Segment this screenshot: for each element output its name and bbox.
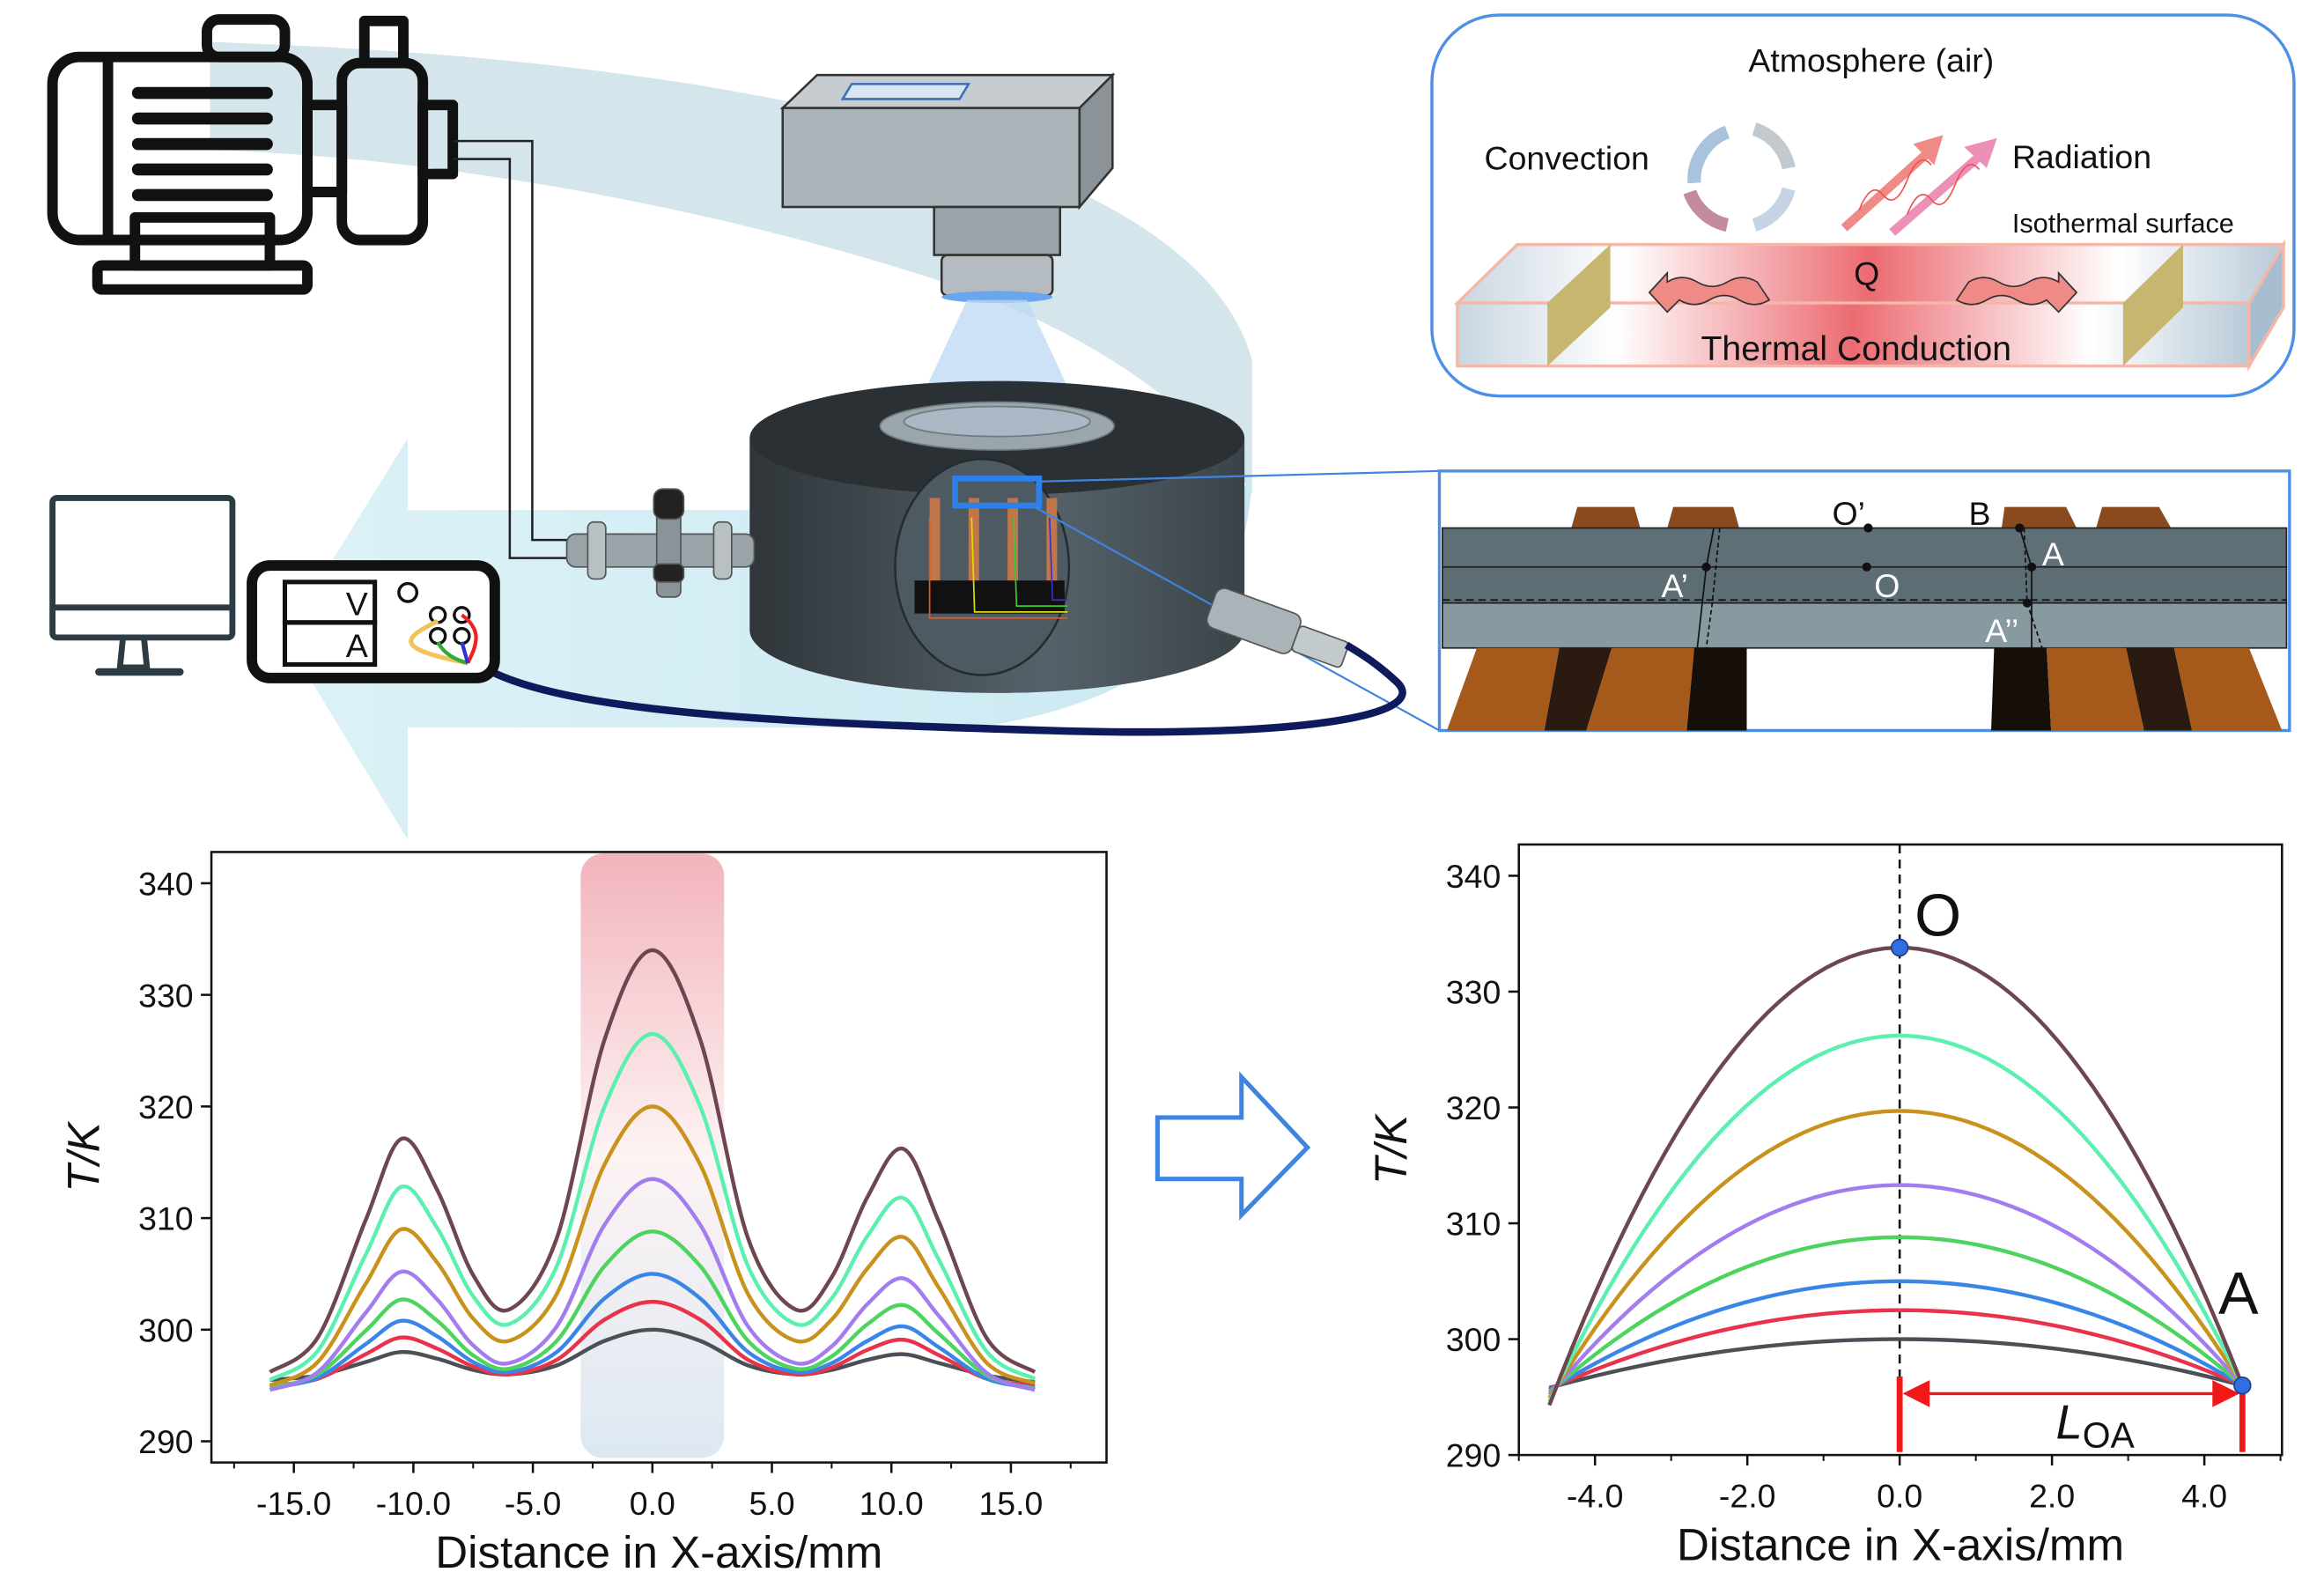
y-axis-label: T/K bbox=[58, 1120, 108, 1192]
vacuum-pump-icon bbox=[47, 14, 459, 295]
point-a-marker bbox=[2233, 1376, 2252, 1395]
voltage-label: V bbox=[346, 585, 368, 622]
point-o-marker bbox=[1890, 938, 1909, 957]
y-tick-label: 300 bbox=[138, 1311, 193, 1348]
point-a-prime-label: A’ bbox=[1661, 567, 1688, 604]
isothermal-surface-label: Isothermal surface bbox=[2012, 209, 2234, 239]
x-tick-label: -10.0 bbox=[376, 1485, 451, 1522]
series-line-8 bbox=[269, 948, 1037, 1374]
point-o-prime-label: O’ bbox=[1833, 495, 1865, 532]
y-tick-label: 290 bbox=[138, 1423, 193, 1460]
heat-transfer-panel: Atmosphere (air) Convection Radiation Is… bbox=[1430, 13, 2296, 398]
electrical-feedthrough bbox=[1206, 587, 1349, 668]
convection-cycle-icon bbox=[1683, 122, 1796, 232]
copper-electrodes bbox=[929, 498, 1058, 592]
y-tick-label: 340 bbox=[138, 866, 193, 903]
fit-curve-1 bbox=[1548, 1337, 2243, 1390]
fit-curve-2 bbox=[1548, 1308, 2244, 1391]
x-axis-label: Distance in X-axis/mm bbox=[1677, 1519, 2124, 1569]
y-tick-label: 310 bbox=[138, 1200, 193, 1237]
current-label: A bbox=[346, 627, 368, 664]
x-tick-label: 4.0 bbox=[2181, 1478, 2227, 1515]
point-a-annotation: A bbox=[2218, 1259, 2259, 1326]
fit-curve-5 bbox=[1547, 1183, 2245, 1397]
atmosphere-label: Atmosphere (air) bbox=[1748, 42, 1994, 79]
flow-arrow-curved bbox=[210, 41, 1252, 496]
series-line-1 bbox=[269, 1327, 1036, 1384]
vacuum-hose bbox=[453, 139, 567, 559]
x-tick-label: -5.0 bbox=[505, 1485, 562, 1522]
series-line-7 bbox=[269, 1031, 1037, 1382]
y-tick-label: 300 bbox=[1446, 1321, 1501, 1358]
radiation-label: Radiation bbox=[2012, 138, 2151, 175]
plot-frame bbox=[210, 851, 1108, 1464]
zoom-region-highlight bbox=[952, 475, 1043, 509]
conduction-arrows-icon bbox=[1648, 270, 2078, 314]
heat-q-label: Q bbox=[1854, 255, 1879, 292]
thermal-conduction-label: Thermal Conduction bbox=[1701, 330, 2012, 368]
point-o-annotation: O bbox=[1915, 882, 1961, 949]
power-supply: V A bbox=[247, 560, 500, 683]
vacuum-valve bbox=[565, 488, 756, 598]
series-line-5 bbox=[269, 1177, 1036, 1392]
computer-monitor-icon bbox=[49, 495, 236, 676]
y-tick-label: 290 bbox=[1446, 1437, 1501, 1474]
fit-curve-3 bbox=[1548, 1279, 2244, 1392]
x-tick-label: 0.0 bbox=[630, 1485, 675, 1522]
x-tick-label: -15.0 bbox=[256, 1485, 331, 1522]
fit-curve-6 bbox=[1547, 1109, 2245, 1399]
fit-curve-7 bbox=[1547, 1033, 2245, 1403]
heating-zone-band bbox=[580, 853, 725, 1458]
length-arrowhead-left bbox=[1902, 1380, 1930, 1407]
x-tick-label: 10.0 bbox=[860, 1485, 924, 1522]
sample-zoom-inset: O’ B A A’ O A’’ bbox=[1437, 469, 2291, 733]
point-a-label: A bbox=[2042, 535, 2064, 572]
y-tick-label: 320 bbox=[1446, 1089, 1501, 1126]
series-line-6 bbox=[269, 1104, 1036, 1388]
point-b-label: B bbox=[1968, 495, 1990, 532]
y-axis-label: T/K bbox=[1366, 1113, 1416, 1185]
fit-curve-4 bbox=[1547, 1235, 2244, 1394]
y-tick-label: 310 bbox=[1446, 1206, 1501, 1243]
y-tick-label: 330 bbox=[138, 977, 193, 1014]
x-tick-label: -2.0 bbox=[1719, 1478, 1776, 1515]
point-o-label: O bbox=[1874, 567, 1900, 604]
series-line-4 bbox=[269, 1229, 1036, 1391]
y-tick-label: 320 bbox=[138, 1089, 193, 1126]
fit-arrow-icon bbox=[1155, 1071, 1311, 1221]
series-line-2 bbox=[269, 1299, 1036, 1388]
x-axis-label: Distance in X-axis/mm bbox=[435, 1527, 882, 1577]
series-line-3 bbox=[269, 1272, 1036, 1390]
point-a-double-prime-label: A’’ bbox=[1985, 612, 2018, 649]
length-arrowhead-right bbox=[2212, 1380, 2239, 1407]
signal-cable bbox=[469, 641, 1406, 736]
x-tick-label: -4.0 bbox=[1567, 1478, 1624, 1515]
length-oa-label: LOA bbox=[2055, 1395, 2135, 1455]
x-tick-label: 15.0 bbox=[978, 1485, 1043, 1522]
y-tick-label: 340 bbox=[1446, 858, 1501, 895]
vacuum-chamber bbox=[749, 380, 1245, 693]
radiation-arrows-icon bbox=[1841, 135, 1997, 236]
x-tick-label: 5.0 bbox=[749, 1485, 794, 1522]
length-oa-subscript: OA bbox=[2083, 1415, 2136, 1456]
x-tick-label: 2.0 bbox=[2029, 1478, 2075, 1515]
temperature-profile-chart: -15.0 -10.0 -5.0 0.0 5.0 10.0 15.0 290 300 310 320… bbox=[58, 851, 1108, 1577]
convection-label: Convection bbox=[1485, 139, 1649, 176]
y-tick-label: 330 bbox=[1446, 974, 1501, 1011]
x-tick-label: 0.0 bbox=[1877, 1478, 1922, 1515]
